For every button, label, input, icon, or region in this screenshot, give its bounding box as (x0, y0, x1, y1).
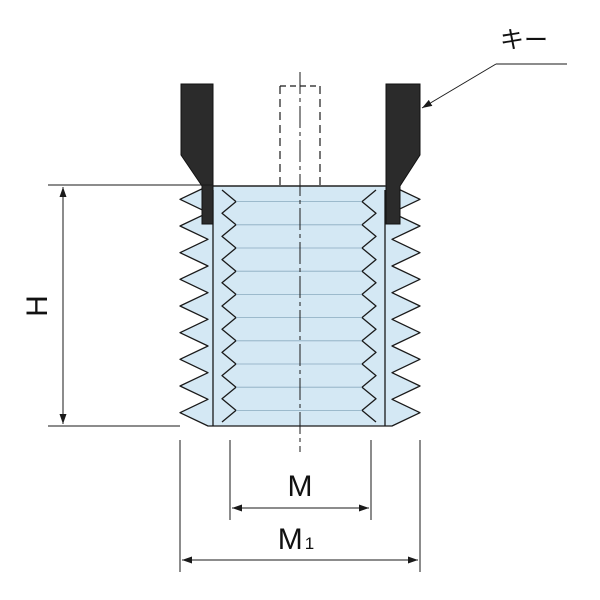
outer-diameter-label-main: M (278, 523, 303, 556)
inner-diameter-dimension (229, 440, 372, 520)
outer-diameter-label-subscript: 1 (305, 534, 314, 553)
inner-thread-right (361, 189, 377, 423)
tang-left (180, 83, 214, 225)
inner-diameter-label: M (288, 470, 313, 503)
outer-diameter-dimension (179, 440, 421, 572)
height-label: H (21, 295, 54, 317)
height-dimension (48, 184, 212, 427)
key-label: キー (500, 27, 548, 54)
key-callout-leader (421, 63, 567, 109)
inner-thread-crest-lines (236, 201, 362, 411)
inner-thread-left (221, 189, 237, 423)
tang-right (385, 83, 421, 225)
